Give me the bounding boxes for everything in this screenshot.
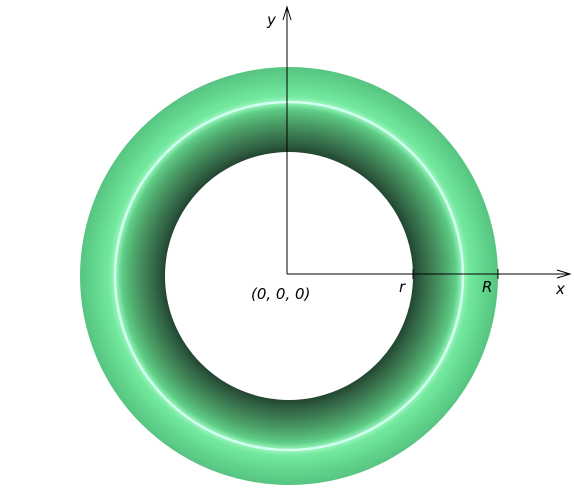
axes [282,5,572,279]
x-axis-label: x [555,280,565,298]
y-axis-arrowhead [282,5,292,21]
origin-label: (0, 0, 0) [251,285,310,303]
outer-radius-label: R [482,278,492,296]
x-axis-arrowhead [556,269,572,279]
highlight-ring-glow [111,98,467,454]
torus-ring [80,67,498,485]
y-axis-label: y [266,11,277,29]
inner-radius-label: r [399,278,406,296]
highlight-ring [113,100,465,452]
